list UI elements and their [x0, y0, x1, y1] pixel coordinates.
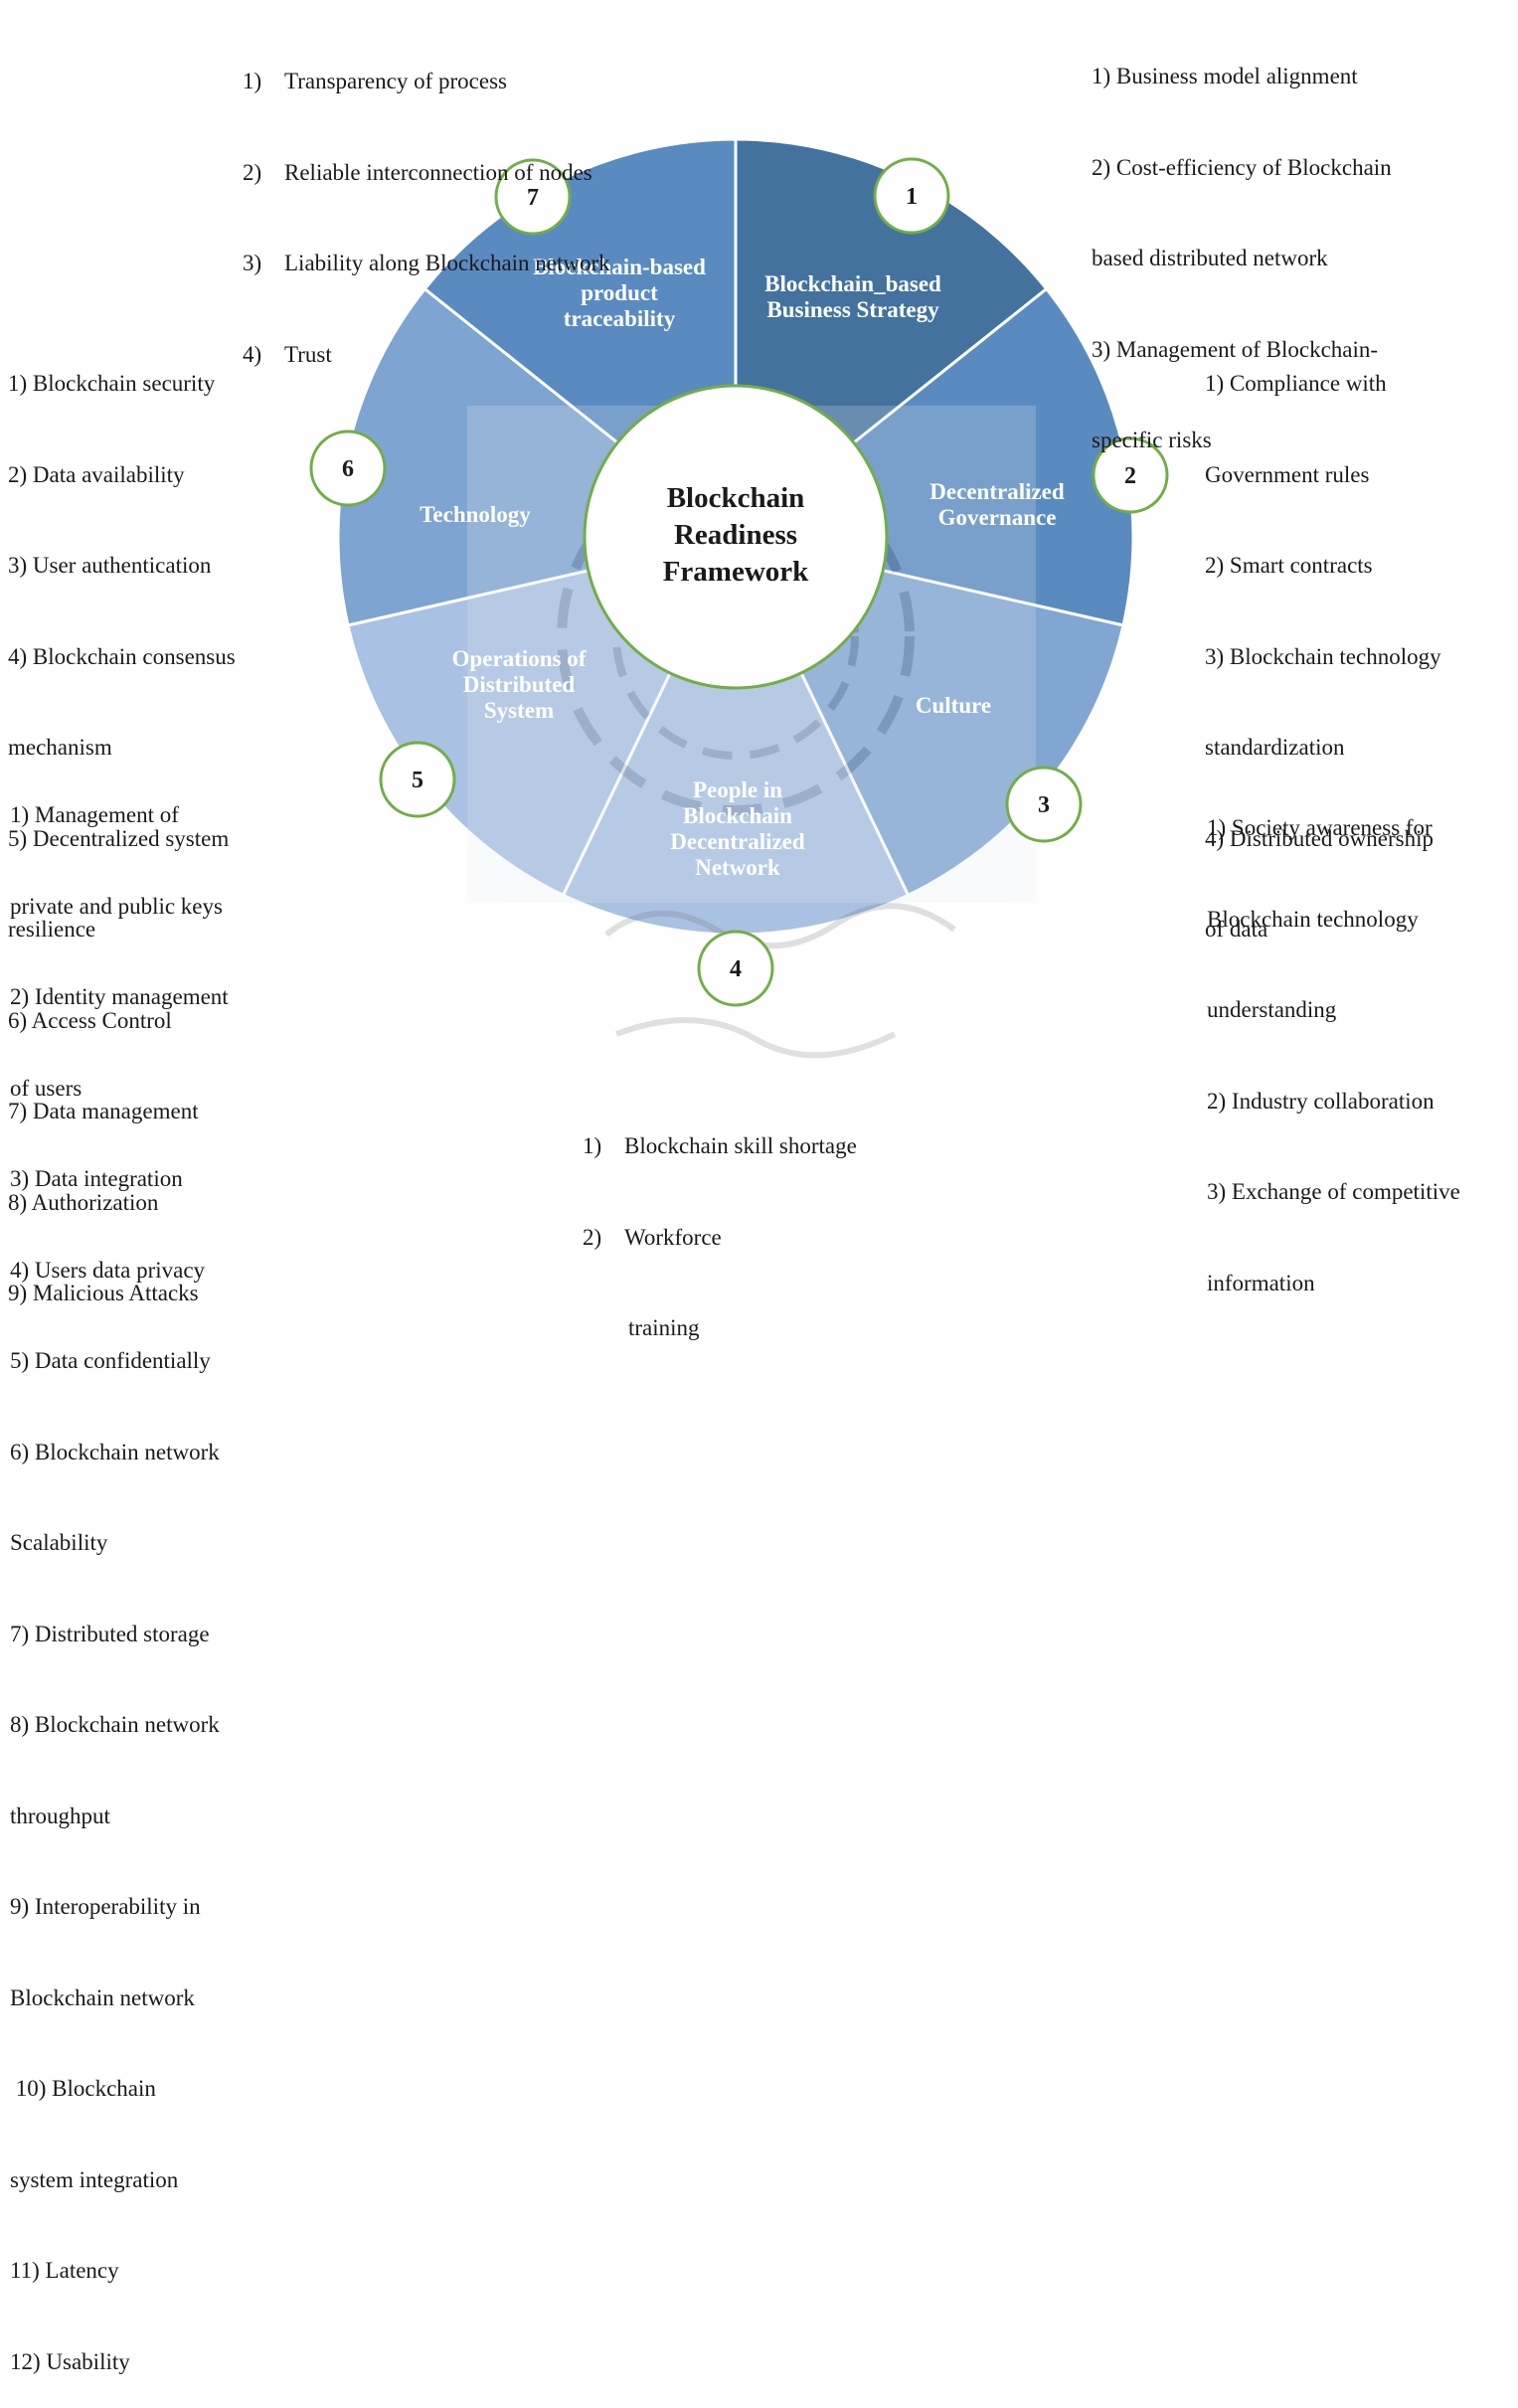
- list-item: 2)Workforce: [583, 1224, 722, 1250]
- list-segment-7: 1)Transparency of process 2)Reliable int…: [243, 6, 610, 401]
- list-item: 6) Access Control: [8, 1007, 172, 1033]
- segment-7-label: traceability: [564, 306, 676, 331]
- segment-2-number: 2: [1124, 463, 1136, 489]
- list-segment-2: 1) Compliance with Government rules 2) S…: [1205, 308, 1441, 975]
- list-item: 4) Users data privacy: [10, 1257, 206, 1283]
- list-item: 4)Trust: [243, 341, 332, 367]
- list-item: information: [1207, 1270, 1315, 1295]
- segment-7-label: product: [581, 280, 658, 305]
- list-item: 2)Reliable interconnection of nodes: [243, 159, 592, 185]
- list-item: 7) Distributed storage: [10, 1621, 210, 1646]
- list-item: 10) Blockchain: [10, 2076, 156, 2101]
- segment-1-badge: [873, 157, 950, 235]
- list-item: 2) Identity management: [10, 984, 229, 1009]
- list-item: 6) Blockchain network: [10, 1439, 220, 1464]
- list-item: of data: [1205, 917, 1268, 942]
- segment-3-label: Culture: [916, 693, 991, 718]
- segment-1-number: 1: [906, 184, 918, 210]
- list-item: 8) Authorization: [8, 1189, 159, 1215]
- list-item: 12) Usability: [10, 2348, 130, 2374]
- segment-5-label: Operations of: [452, 646, 587, 671]
- list-item: 4) Blockchain consensus: [8, 643, 236, 669]
- list-item: understanding: [1207, 997, 1337, 1022]
- segment-6-badge: [309, 430, 387, 507]
- list-item: 3) Data integration: [10, 1166, 183, 1191]
- segment-3-number: 3: [1038, 792, 1050, 818]
- list-item: 11) Latency: [10, 2258, 119, 2283]
- list-item: 2) Smart contracts: [1205, 553, 1373, 578]
- list-item: system integration: [10, 2166, 179, 2192]
- list-item: 1)Transparency of process: [243, 69, 507, 93]
- list-item: 4) Distributed ownership: [1205, 825, 1434, 851]
- list-item: 5) Data confidentially: [10, 1348, 211, 1373]
- list-segment-5: 1) Management of private and public keys…: [10, 740, 229, 2408]
- list-item: 9) Interoperability in: [10, 1894, 201, 1919]
- segment-1-label: Business Strategy: [766, 297, 939, 322]
- list-segment-1: 1) Business model alignment 2) Cost-effi…: [1092, 1, 1392, 486]
- list-item: 1) Business model alignment: [1092, 64, 1358, 88]
- list-item: 2) Cost-efficiency of Blockchain: [1092, 154, 1392, 180]
- segment-4-label: Blockchain: [683, 803, 792, 828]
- list-item: 1) Blockchain security: [8, 371, 216, 396]
- segment-2-badge: [1092, 436, 1169, 514]
- list-item: 3) User authentication: [8, 553, 212, 578]
- list-item: training: [628, 1315, 700, 1340]
- list-item: 3)Liability along Blockchain network: [243, 251, 610, 275]
- list-item: of users: [10, 1075, 83, 1101]
- segment-4-badge: [697, 930, 774, 1007]
- list-item: Scalability: [10, 1530, 108, 1555]
- segment-2-label: Decentralized: [929, 479, 1065, 504]
- list-item: 3) Exchange of competitive: [1207, 1179, 1460, 1204]
- list-item: 1) Management of: [10, 802, 179, 827]
- center-title-line3: Framework: [663, 556, 809, 588]
- list-item: standardization: [1205, 735, 1345, 760]
- list-item: Blockchain network: [10, 1984, 195, 2010]
- segment-4-label: Network: [695, 855, 780, 880]
- list-item: 2) Industry collaboration: [1207, 1088, 1434, 1114]
- list-item: throughput: [10, 1803, 110, 1828]
- list-item: based distributed network: [1092, 246, 1328, 270]
- list-item: Blockchain technology: [1207, 906, 1419, 932]
- segment-4-number: 4: [730, 956, 742, 982]
- segment-5-badge: [379, 741, 456, 818]
- list-segment-4: 1)Blockchain skill shortage 2)Workforce …: [583, 1071, 857, 1374]
- segment-6-label: Technology: [420, 502, 531, 527]
- segment-1-label: Blockchain_based: [764, 271, 941, 296]
- list-item: specific risks: [1092, 428, 1212, 452]
- segment-5-label: Distributed: [463, 672, 576, 697]
- segment-6-number: 6: [342, 456, 354, 482]
- segment-5-label: System: [484, 698, 554, 723]
- list-item: 1) Compliance with: [1205, 371, 1387, 396]
- segment-3-badge: [1005, 766, 1083, 843]
- list-item: 5) Decentralized system: [8, 825, 230, 851]
- list-item: resilience: [8, 917, 96, 942]
- blockchain-readiness-diagram: Blockchain Readiness Framework Blockchai…: [309, 137, 1169, 1059]
- segment-2-label: Governance: [938, 505, 1057, 530]
- segment-7-label: Blockchain-based: [533, 255, 706, 279]
- center-title-line1: Blockchain: [667, 482, 805, 514]
- list-item: 3) Management of Blockchain-: [1092, 336, 1379, 362]
- segment-5-number: 5: [412, 768, 423, 793]
- list-item: 7) Data management: [8, 1099, 199, 1123]
- segment-7-badge: [494, 158, 572, 236]
- list-segment-3: 1) Society awareness for Blockchain tech…: [1207, 753, 1460, 1329]
- list-item: Government rules: [1205, 461, 1370, 487]
- list-segment-6: 1) Blockchain security 2) Data availabil…: [8, 308, 236, 1339]
- list-item: mechanism: [8, 735, 112, 760]
- list-item: private and public keys: [10, 893, 223, 919]
- segment-7-number: 7: [527, 185, 539, 211]
- center-title-line2: Readiness: [674, 519, 797, 551]
- list-item: 1)Blockchain skill shortage: [583, 1133, 857, 1158]
- segment-4-label: People in: [693, 777, 782, 802]
- list-item: 2) Data availability: [8, 461, 185, 487]
- center-circle: [583, 384, 889, 690]
- list-item: 3) Blockchain technology: [1205, 643, 1441, 669]
- list-item: 1) Society awareness for: [1207, 815, 1433, 840]
- segment-4-label: Decentralized: [670, 829, 805, 854]
- list-item: 8) Blockchain network: [10, 1712, 220, 1737]
